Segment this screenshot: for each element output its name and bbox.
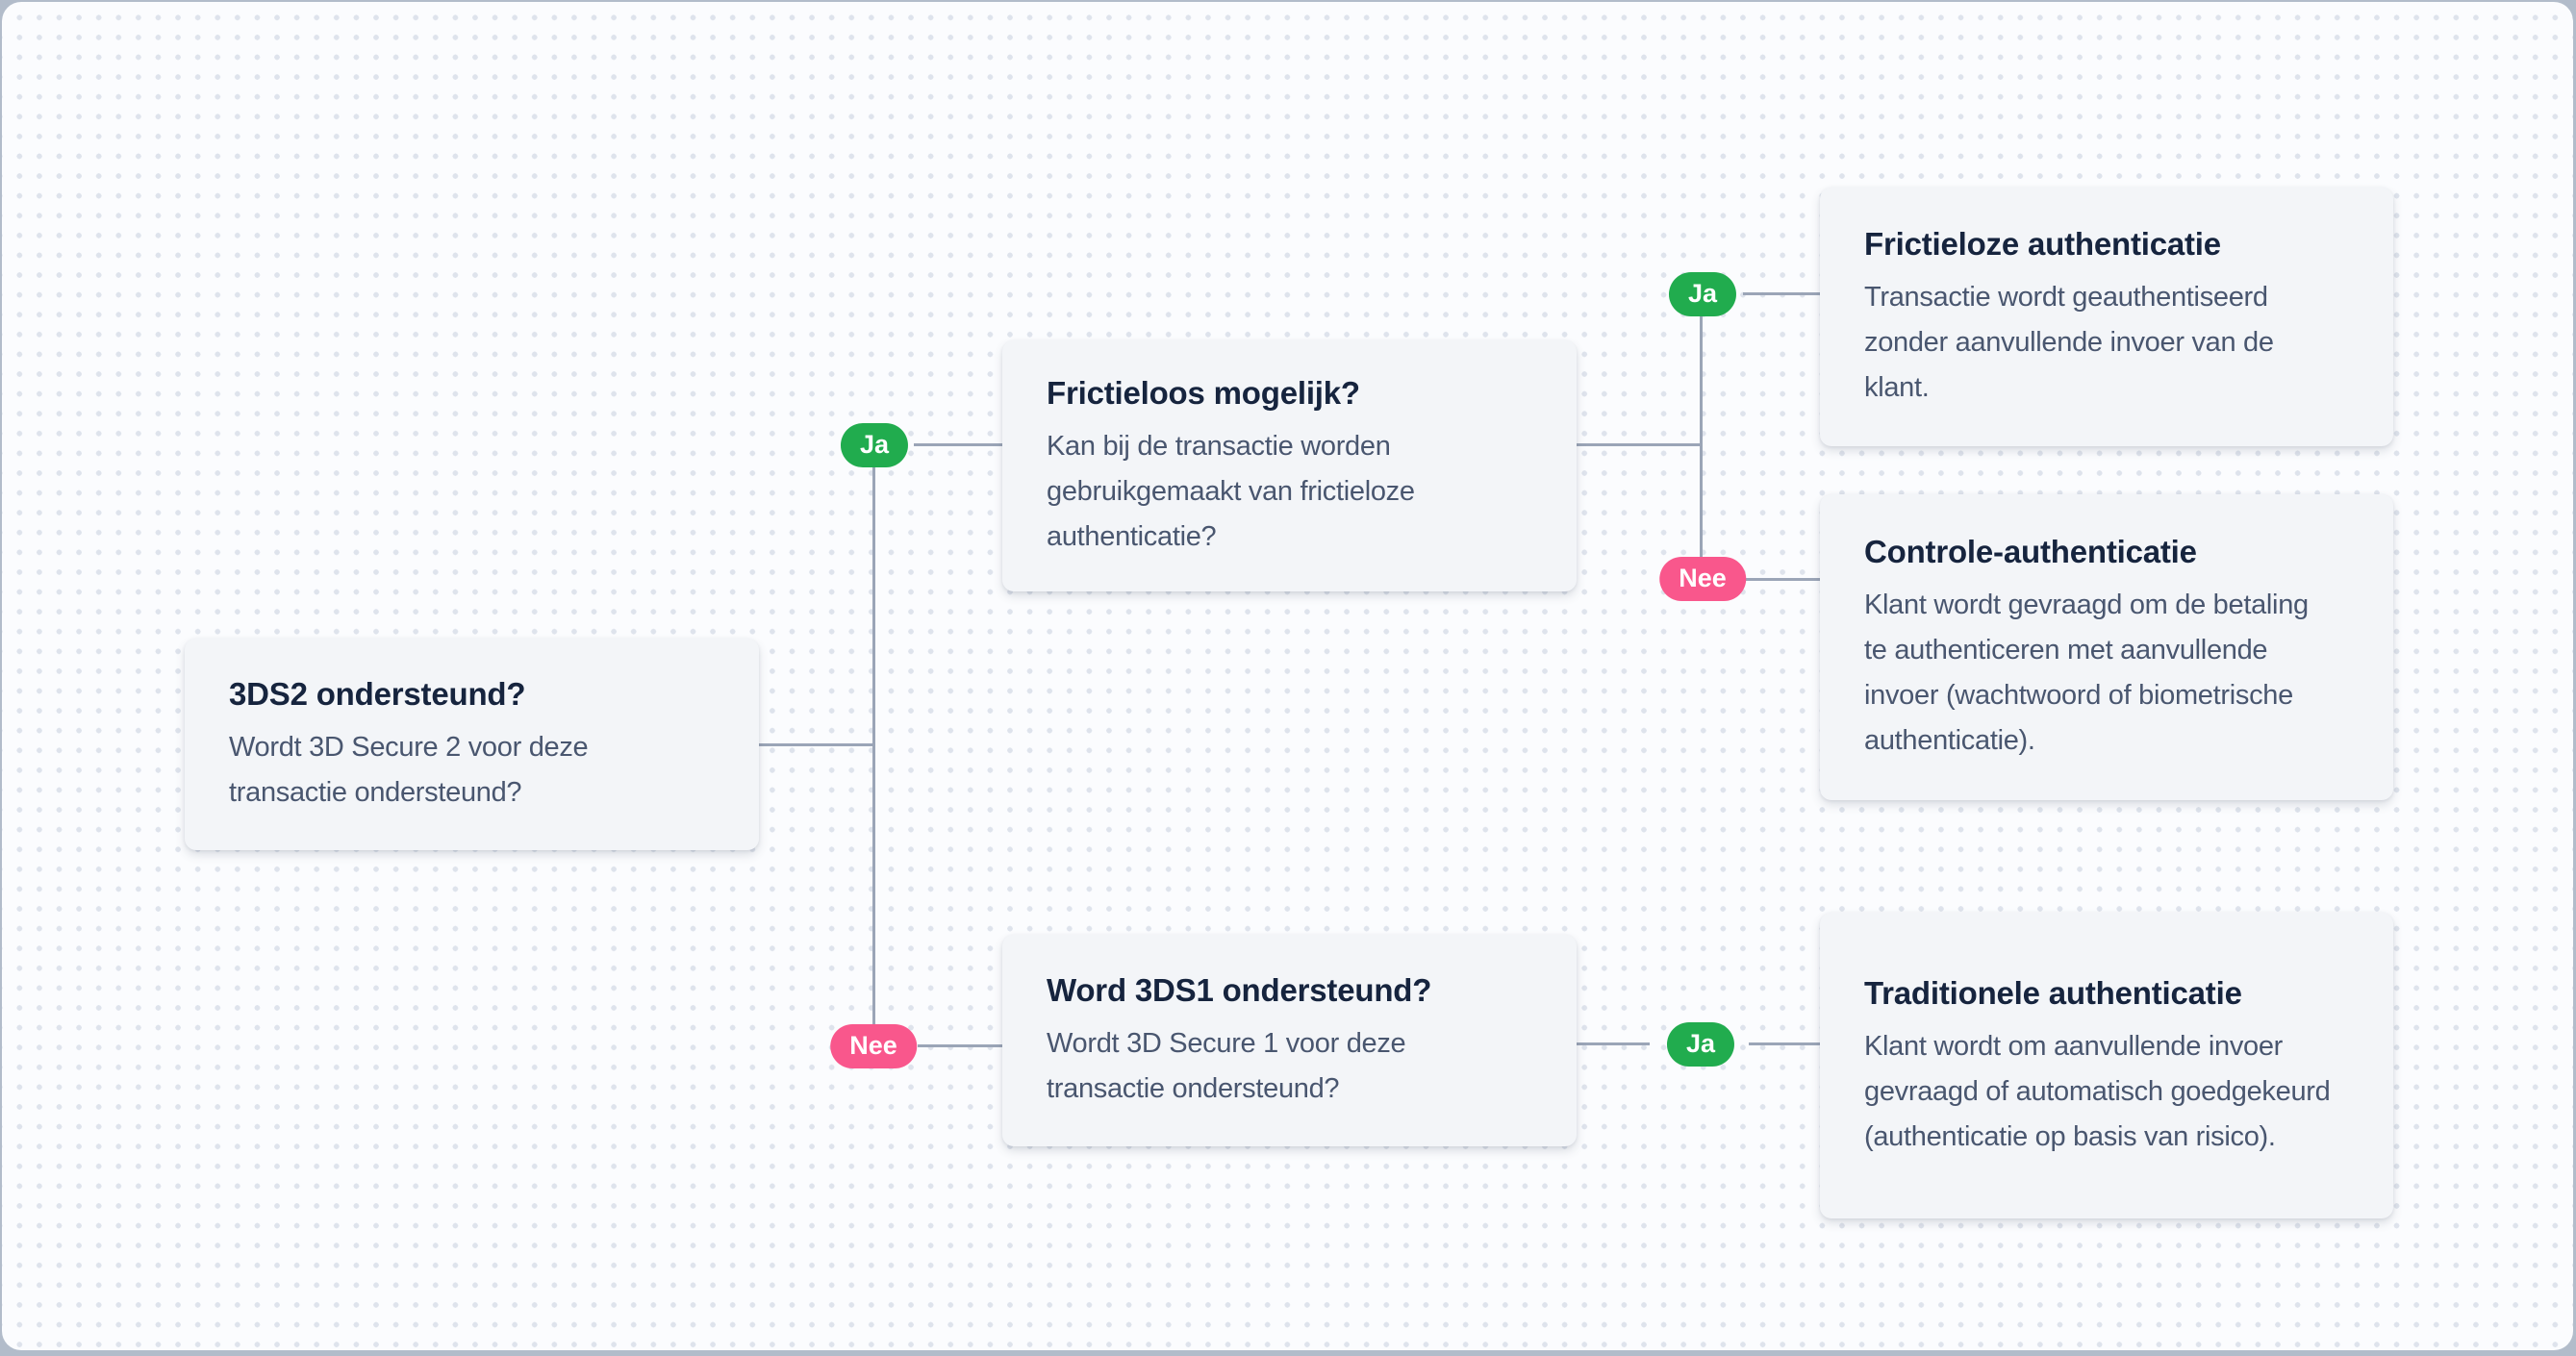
- node-frictieloos: Frictieloos mogelijk? Kan bij de transac…: [1002, 340, 1577, 591]
- node-controle-auth: Controle-authenticatie Klant wordt gevra…: [1820, 494, 2393, 800]
- node-3ds1: Word 3DS1 ondersteund? Wordt 3D Secure 1…: [1002, 935, 1577, 1146]
- node-title: Word 3DS1 ondersteund?: [1047, 972, 1432, 1008]
- node-body: Klant wordt gevraagd om de betaling te a…: [1864, 590, 2309, 756]
- connector-ja-to-frictieloze-auth: [1743, 292, 1820, 295]
- edge-label-nee-frictieloos: Nee: [1659, 557, 1746, 601]
- connector-nee-to-3ds1: [918, 1044, 1002, 1047]
- connector-3ds2-stem: [759, 743, 874, 746]
- node-frictieloze-auth: Frictieloze authenticatie Transactie wor…: [1820, 188, 2393, 446]
- edge-label-ja-3ds2: Ja: [840, 423, 909, 467]
- edge-label-nee-3ds2: Nee: [830, 1024, 917, 1068]
- edge-label-ja-3ds1: Ja: [1666, 1022, 1735, 1067]
- node-title: 3DS2 ondersteund?: [229, 676, 526, 712]
- connector-nee-to-controle-auth: [1746, 578, 1820, 581]
- node-title: Frictieloze authenticatie: [1864, 226, 2221, 262]
- node-title: Traditionele authenticatie: [1864, 974, 2242, 1011]
- node-body: Transactie wordt geauthentiseerd zonder …: [1864, 282, 2274, 403]
- node-title: Frictieloos mogelijk?: [1047, 375, 1360, 411]
- node-title: Controle-authenticatie: [1864, 534, 2197, 569]
- connector-frictieloos-stem: [1577, 443, 1702, 446]
- node-body: Klant wordt om aanvullende invoer gevraa…: [1864, 1030, 2331, 1152]
- connector-3ds1-stem: [1577, 1042, 1650, 1045]
- edge-label-ja-frictieloos: Ja: [1668, 272, 1737, 316]
- node-body: Wordt 3D Secure 1 voor deze transactie o…: [1047, 1028, 1406, 1104]
- node-body: Wordt 3D Secure 2 voor deze transactie o…: [229, 732, 589, 808]
- node-traditionele-auth: Traditionele authenticatie Klant wordt o…: [1820, 913, 2393, 1218]
- connector-ja-to-traditionele-auth: [1749, 1042, 1820, 1045]
- node-body: Kan bij de transactie worden gebruikgema…: [1047, 431, 1415, 552]
- node-3ds2: 3DS2 ondersteund? Wordt 3D Secure 2 voor…: [185, 639, 759, 850]
- connector-frictieloos-branch-vertical: [1700, 294, 1703, 580]
- connector-3ds2-branch-vertical: [872, 445, 875, 1046]
- connector-ja-to-frictieloos: [914, 443, 1002, 446]
